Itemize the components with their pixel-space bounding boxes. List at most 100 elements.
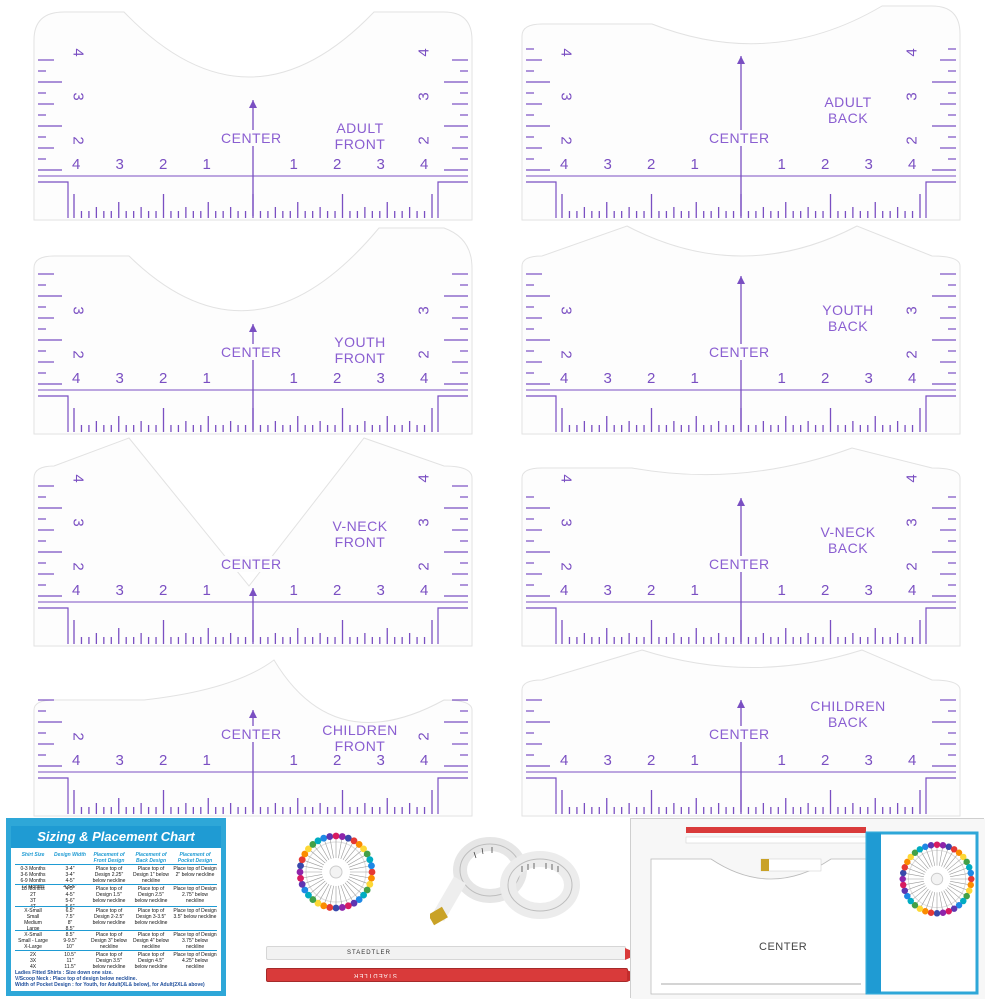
- pin-head: [332, 904, 340, 912]
- pin-shaft: [950, 872, 971, 877]
- ruler-number: 3: [376, 752, 385, 769]
- ruler-label-line: BACK: [827, 714, 869, 730]
- ruler-outline: [33, 437, 473, 647]
- ruler-label-line: CHILDREN: [810, 698, 886, 714]
- pin-shaft: [903, 881, 924, 886]
- pin-head: [366, 856, 374, 864]
- ruler-label-line: ADULT: [336, 120, 384, 136]
- ruler-corner: [437, 777, 468, 814]
- pin-shaft: [346, 848, 364, 864]
- pin-head: [350, 899, 358, 907]
- ruler-corner: [925, 607, 956, 644]
- pin-head: [967, 869, 975, 877]
- ruler-number: 2: [821, 582, 830, 599]
- pin-head: [933, 841, 941, 848]
- ruler-side-number: 2: [415, 732, 433, 741]
- pin-head: [320, 902, 328, 910]
- pin-shaft: [914, 852, 929, 869]
- ruler-side-number: 4: [69, 474, 87, 483]
- ruler-side-number: 3: [69, 518, 87, 527]
- pin-head: [363, 850, 371, 858]
- ruler-shape: [521, 5, 961, 221]
- ruler-side-number: 4: [903, 48, 921, 57]
- ruler-number: 3: [864, 752, 873, 769]
- chart-header: Placement of Back Design: [135, 852, 167, 864]
- pin-shaft: [939, 845, 944, 866]
- ruler-number: 1: [690, 582, 699, 599]
- ruler-side-number: 3: [557, 518, 575, 527]
- pin-head: [305, 845, 312, 853]
- pin-head: [963, 892, 970, 900]
- pin-shaft: [346, 880, 364, 896]
- pin-head: [907, 853, 914, 861]
- ruler-label-line: BACK: [827, 110, 869, 126]
- ruler-number: 3: [603, 156, 612, 173]
- ruler-number: 3: [376, 582, 385, 599]
- ruler-number: 2: [821, 370, 830, 387]
- tape-measure-icon: [430, 837, 580, 926]
- ruler-side-number: 2: [69, 562, 87, 571]
- pin-head: [945, 843, 952, 851]
- ruler-number: 4: [420, 156, 429, 173]
- ruler-number: 2: [159, 156, 168, 173]
- ruler-side-number: 2: [415, 136, 433, 145]
- pin-head: [922, 907, 929, 915]
- ruler-side-number: 3: [557, 92, 575, 101]
- pin-shaft: [945, 889, 960, 906]
- ruler-side-number: 3: [903, 306, 921, 315]
- pin-head: [899, 881, 907, 889]
- ruler-number: 2: [333, 156, 342, 173]
- chart-row-divider: [15, 884, 217, 885]
- ruler-side-number: 2: [903, 562, 921, 571]
- packaged-set: CENTER Sizing & Placement Chart: [630, 818, 985, 999]
- pin-shaft: [349, 874, 372, 879]
- pin-shaft: [317, 840, 330, 861]
- pin-shaft: [304, 878, 325, 891]
- chart-cell: Place top of Design 3-3.5" below necklin…: [134, 908, 168, 926]
- center-label: CENTER: [221, 130, 282, 146]
- pin-head: [363, 886, 371, 894]
- pin-head: [955, 902, 963, 909]
- pin-head: [326, 904, 334, 911]
- chart-cell: Place top of Design 3.5" below neckline: [173, 908, 217, 920]
- pin-head: [305, 891, 312, 899]
- pin-head: [911, 902, 919, 909]
- ruler-number: 4: [560, 156, 569, 173]
- pin-shaft: [904, 867, 925, 875]
- chart-row-divider: [15, 950, 217, 951]
- ruler-number: 2: [647, 370, 656, 387]
- pin-shaft: [947, 887, 964, 902]
- ruler-number: 2: [647, 752, 656, 769]
- chart-cell: X-Small Small - Large X-Large: [18, 932, 48, 950]
- pin-shaft: [349, 865, 372, 870]
- pin-shaft: [949, 883, 970, 891]
- pin-shaft: [308, 848, 326, 864]
- chart-cell: Place top of Design 3" below neckline: [91, 932, 127, 950]
- pin-head: [314, 899, 322, 907]
- pin-head: [338, 904, 346, 911]
- ruler-corner: [437, 607, 468, 644]
- pin-head: [965, 887, 973, 894]
- pin-shaft: [945, 852, 960, 869]
- ruler-number: 2: [821, 752, 830, 769]
- ruler-number: 4: [72, 156, 81, 173]
- pin-shaft: [925, 891, 933, 912]
- ruler-side-number: 3: [415, 518, 433, 527]
- pin-head: [963, 858, 970, 866]
- pack-chart-title: Sizing & Placement Chart: [880, 862, 890, 960]
- ruler-number: 2: [647, 156, 656, 173]
- pin-head: [899, 875, 906, 883]
- ruler-shape: [33, 227, 473, 435]
- pin-head: [368, 874, 375, 882]
- pin-shaft: [914, 889, 929, 906]
- ruler-number: 4: [908, 582, 917, 599]
- ruler-number: 3: [376, 370, 385, 387]
- pin-shaft: [300, 865, 323, 870]
- pencil-brand: STAEDTLER: [347, 950, 391, 956]
- pin-shaft: [349, 876, 370, 885]
